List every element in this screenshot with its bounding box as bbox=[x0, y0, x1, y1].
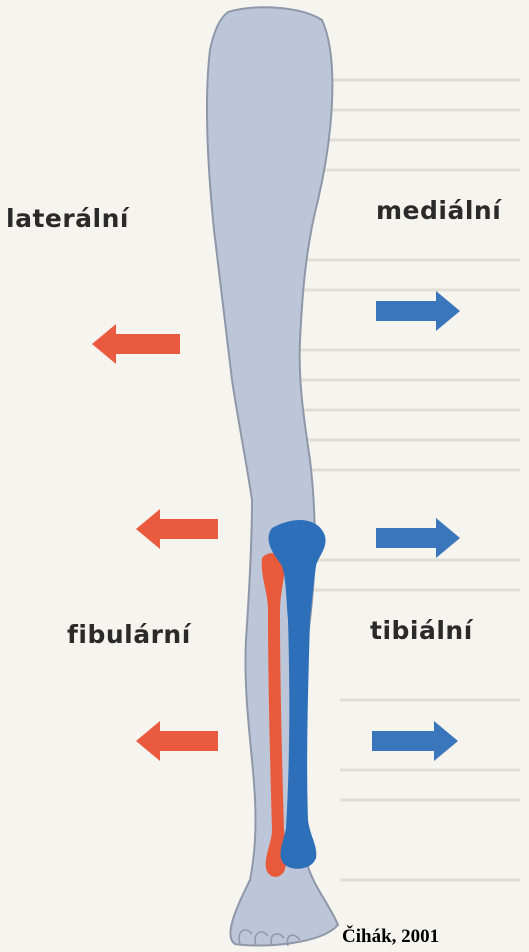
arrow-left-icon bbox=[136, 509, 218, 549]
arrow-right-icon bbox=[376, 518, 460, 558]
label-fibular: fibulární bbox=[67, 620, 191, 649]
arrow-left-icon bbox=[92, 324, 180, 364]
label-lateral: laterální bbox=[6, 204, 129, 233]
arrow-right-icon bbox=[376, 291, 460, 331]
arrow-left-icon bbox=[136, 721, 218, 761]
label-medial: mediální bbox=[376, 196, 501, 225]
source-credit: Čihák, 2001 bbox=[342, 926, 439, 948]
label-tibial: tibiální bbox=[370, 616, 473, 645]
arrow-right-icon bbox=[372, 721, 458, 761]
